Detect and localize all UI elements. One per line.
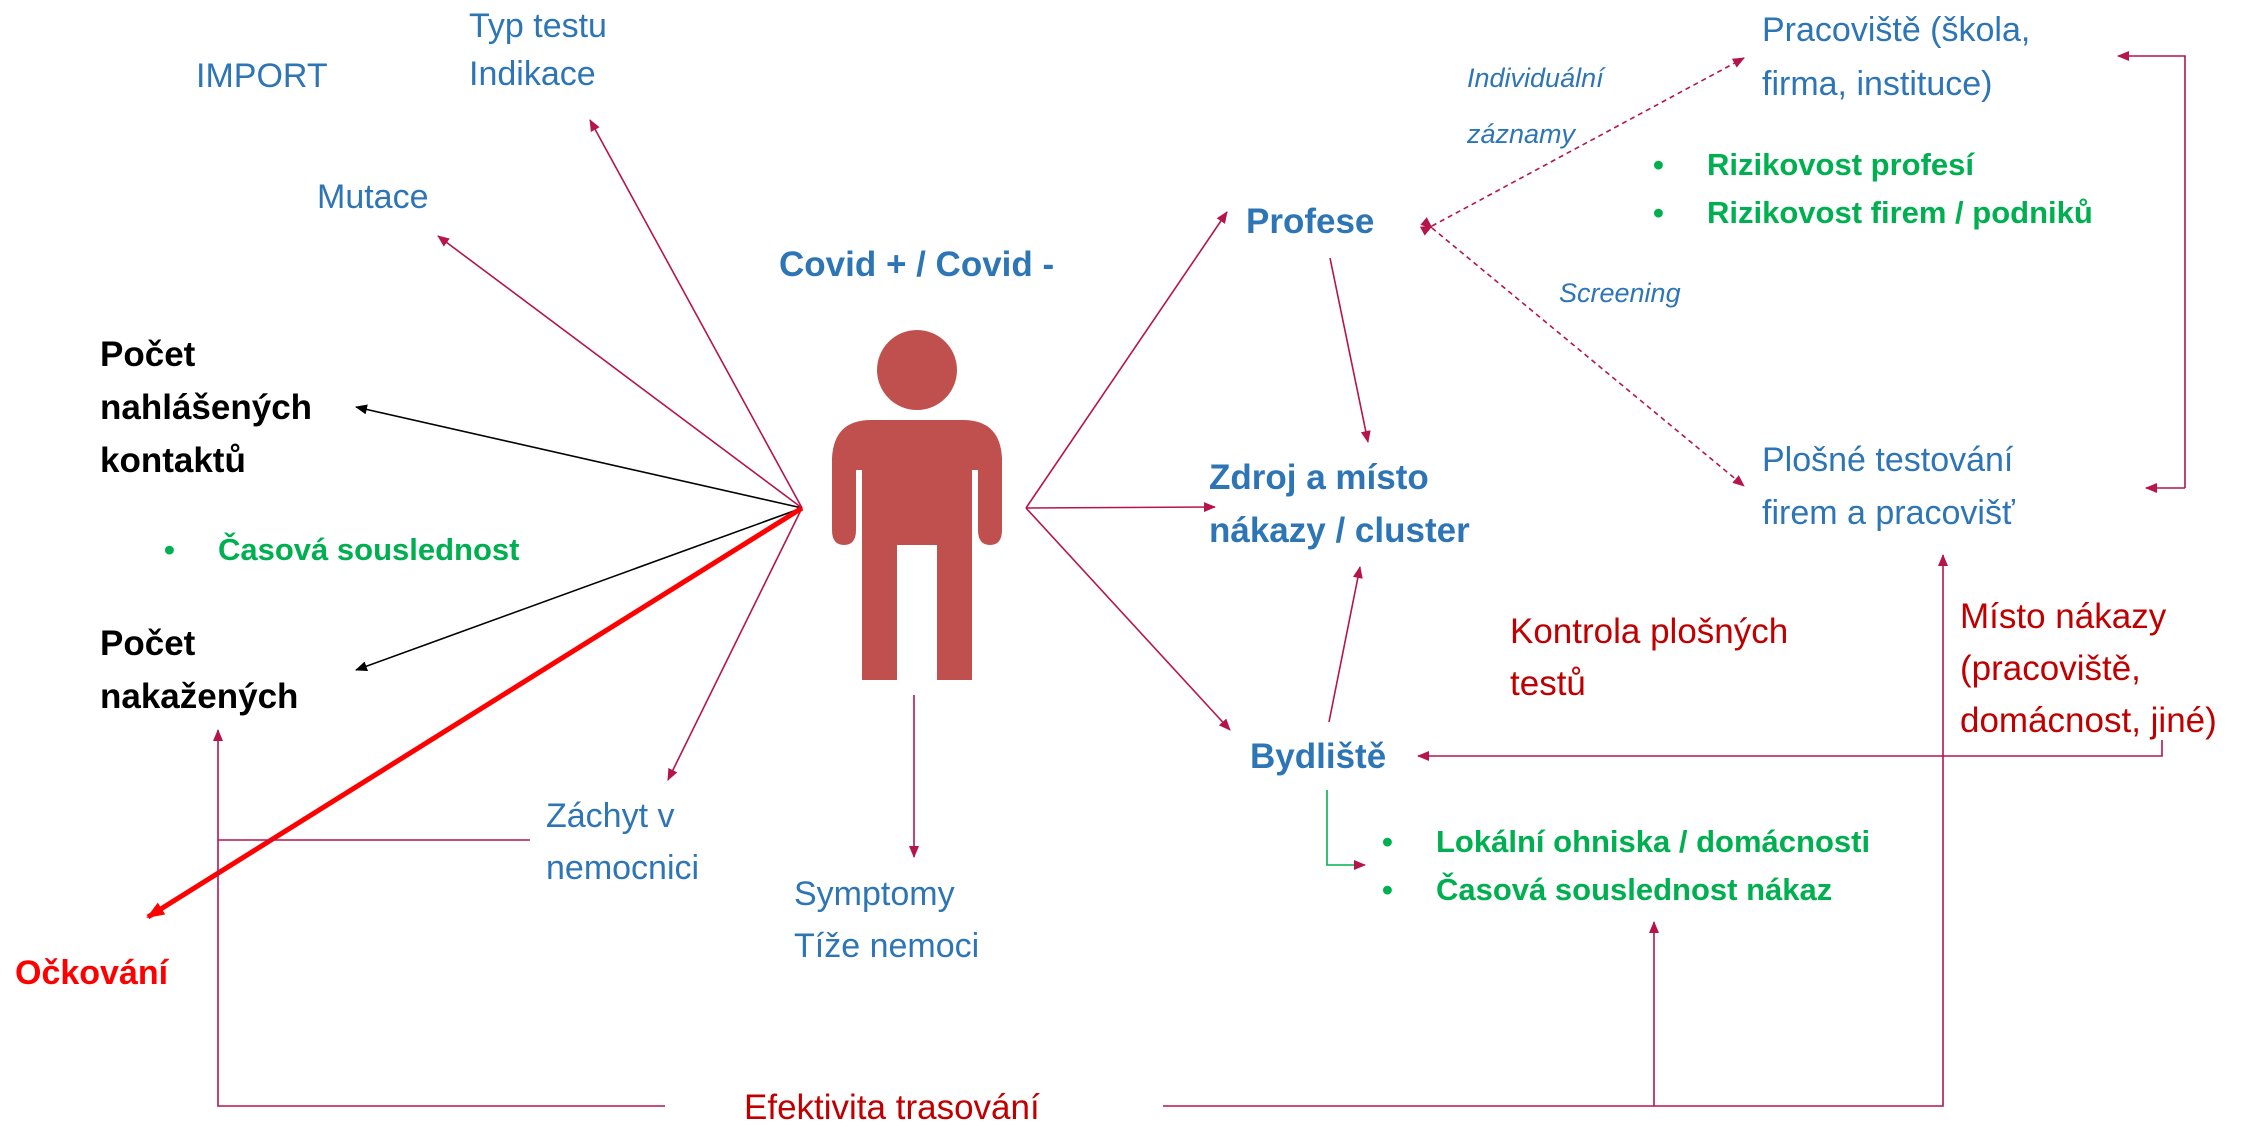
arrow-to-test-type	[589, 119, 803, 509]
arrow-residence-to-source	[1328, 566, 1363, 723]
person-icon	[832, 330, 1002, 680]
arrow-to-mutations	[437, 235, 803, 509]
reported-contacts-line-2: nahlášených	[100, 388, 313, 427]
arrow-to-hospital	[667, 507, 803, 781]
source-line-2: nákazy / cluster	[1209, 511, 1470, 550]
arrow-to-reported-contacts	[355, 404, 803, 509]
residence-item: Časová souslednost nákaz	[1382, 866, 1870, 914]
feedback-to-workplace	[2117, 51, 2186, 488]
source-block: Zdroj a místo nákazy / cluster	[1209, 451, 1470, 557]
test-type-line-2: Indikace	[469, 54, 596, 93]
symptoms-line-2: Tíže nemoci	[794, 927, 980, 965]
control-block: Kontrola plošných testů	[1510, 606, 1788, 710]
arrow-profession-to-source	[1329, 257, 1371, 443]
hospital-line-1: Záchyt v	[546, 797, 675, 835]
mass-testing-line-2: firem a pracovišť	[1762, 494, 2015, 532]
time-sequence-list: Časová souslednost	[164, 526, 519, 574]
symptoms-line-1: Symptomy	[794, 875, 955, 913]
tracing-label: Efektivita trasování	[744, 1088, 1040, 1127]
infected-count-line-1: Počet	[100, 624, 196, 663]
tracing-to-infected	[213, 729, 665, 1107]
control-line-2: testů	[1510, 664, 1586, 703]
workplace-block: Pracoviště (škola, firma, instituce)	[1762, 3, 2030, 111]
infected-count-block: Počet nakažených	[100, 617, 298, 723]
residence-items-list: Lokální ohniska / domácnosti Časová sous…	[1382, 818, 1870, 914]
arrow-to-vaccination	[146, 505, 804, 920]
individual-records-line-2: záznamy	[1467, 119, 1576, 149]
arrow-to-profession	[1025, 211, 1228, 509]
control-line-1: Kontrola plošných	[1510, 612, 1789, 651]
reported-contacts-line-1: Počet	[100, 335, 196, 374]
risk-item: Rizikovost profesí	[1653, 141, 2093, 189]
workplace-line-1: Pracoviště (škola,	[1762, 11, 2031, 49]
reported-contacts-block: Počet nahlášených kontaktů	[100, 328, 312, 487]
covid-status-label: Covid + / Covid -	[779, 245, 1055, 284]
arrow-to-infected-count	[355, 507, 803, 671]
import-label: IMPORT	[196, 57, 328, 95]
tracing-to-mass-testing	[1163, 554, 1948, 1107]
screening-label: Screening	[1559, 278, 1681, 308]
source-line-1: Zdroj a místo	[1209, 458, 1429, 497]
individual-records-block: Individuální záznamy	[1467, 50, 1604, 162]
test-type-block: Typ testu Indikace	[469, 3, 607, 98]
hospital-block: Záchyt v nemocnici	[546, 790, 699, 894]
infection-place-line-1: Místo nákazy	[1960, 597, 2167, 636]
risk-list: Rizikovost profesí Rizikovost firem / po…	[1653, 141, 2093, 237]
symptoms-block: Symptomy Tíže nemoci	[794, 868, 979, 972]
residence-item: Lokální ohniska / domácnosti	[1382, 818, 1870, 866]
time-sequence-item: Časová souslednost	[164, 526, 519, 574]
arrow-profession-mass-testing	[1420, 217, 1745, 487]
mass-testing-line-1: Plošné testování	[1762, 441, 2014, 479]
test-type-line-1: Typ testu	[469, 7, 607, 45]
vaccination-label: Očkování	[15, 954, 169, 992]
infection-place-line-2: (pracoviště,	[1960, 649, 2141, 688]
infection-place-line-3: domácnost, jiné)	[1960, 701, 2217, 740]
arrow-residence-to-items	[1326, 790, 1366, 870]
mutations-label: Mutace	[317, 178, 429, 216]
infection-place-to-residence	[1417, 740, 2163, 761]
residence-label: Bydliště	[1250, 737, 1387, 776]
reported-contacts-line-3: kontaktů	[100, 441, 246, 480]
arrow-to-source	[1025, 502, 1216, 513]
risk-item: Rizikovost firem / podniků	[1653, 189, 2093, 237]
infection-place-block: Místo nákazy (pracoviště, domácnost, jin…	[1960, 591, 2217, 747]
workplace-line-2: firma, instituce)	[1762, 65, 1993, 103]
individual-records-line-1: Individuální	[1467, 63, 1604, 93]
mass-testing-block: Plošné testování firem a pracovišť	[1762, 434, 2015, 540]
profession-label: Profese	[1246, 202, 1375, 241]
arrow-to-residence	[1025, 507, 1231, 731]
hospital-line-2: nemocnici	[546, 849, 700, 887]
infected-count-line-2: nakažených	[100, 677, 299, 716]
